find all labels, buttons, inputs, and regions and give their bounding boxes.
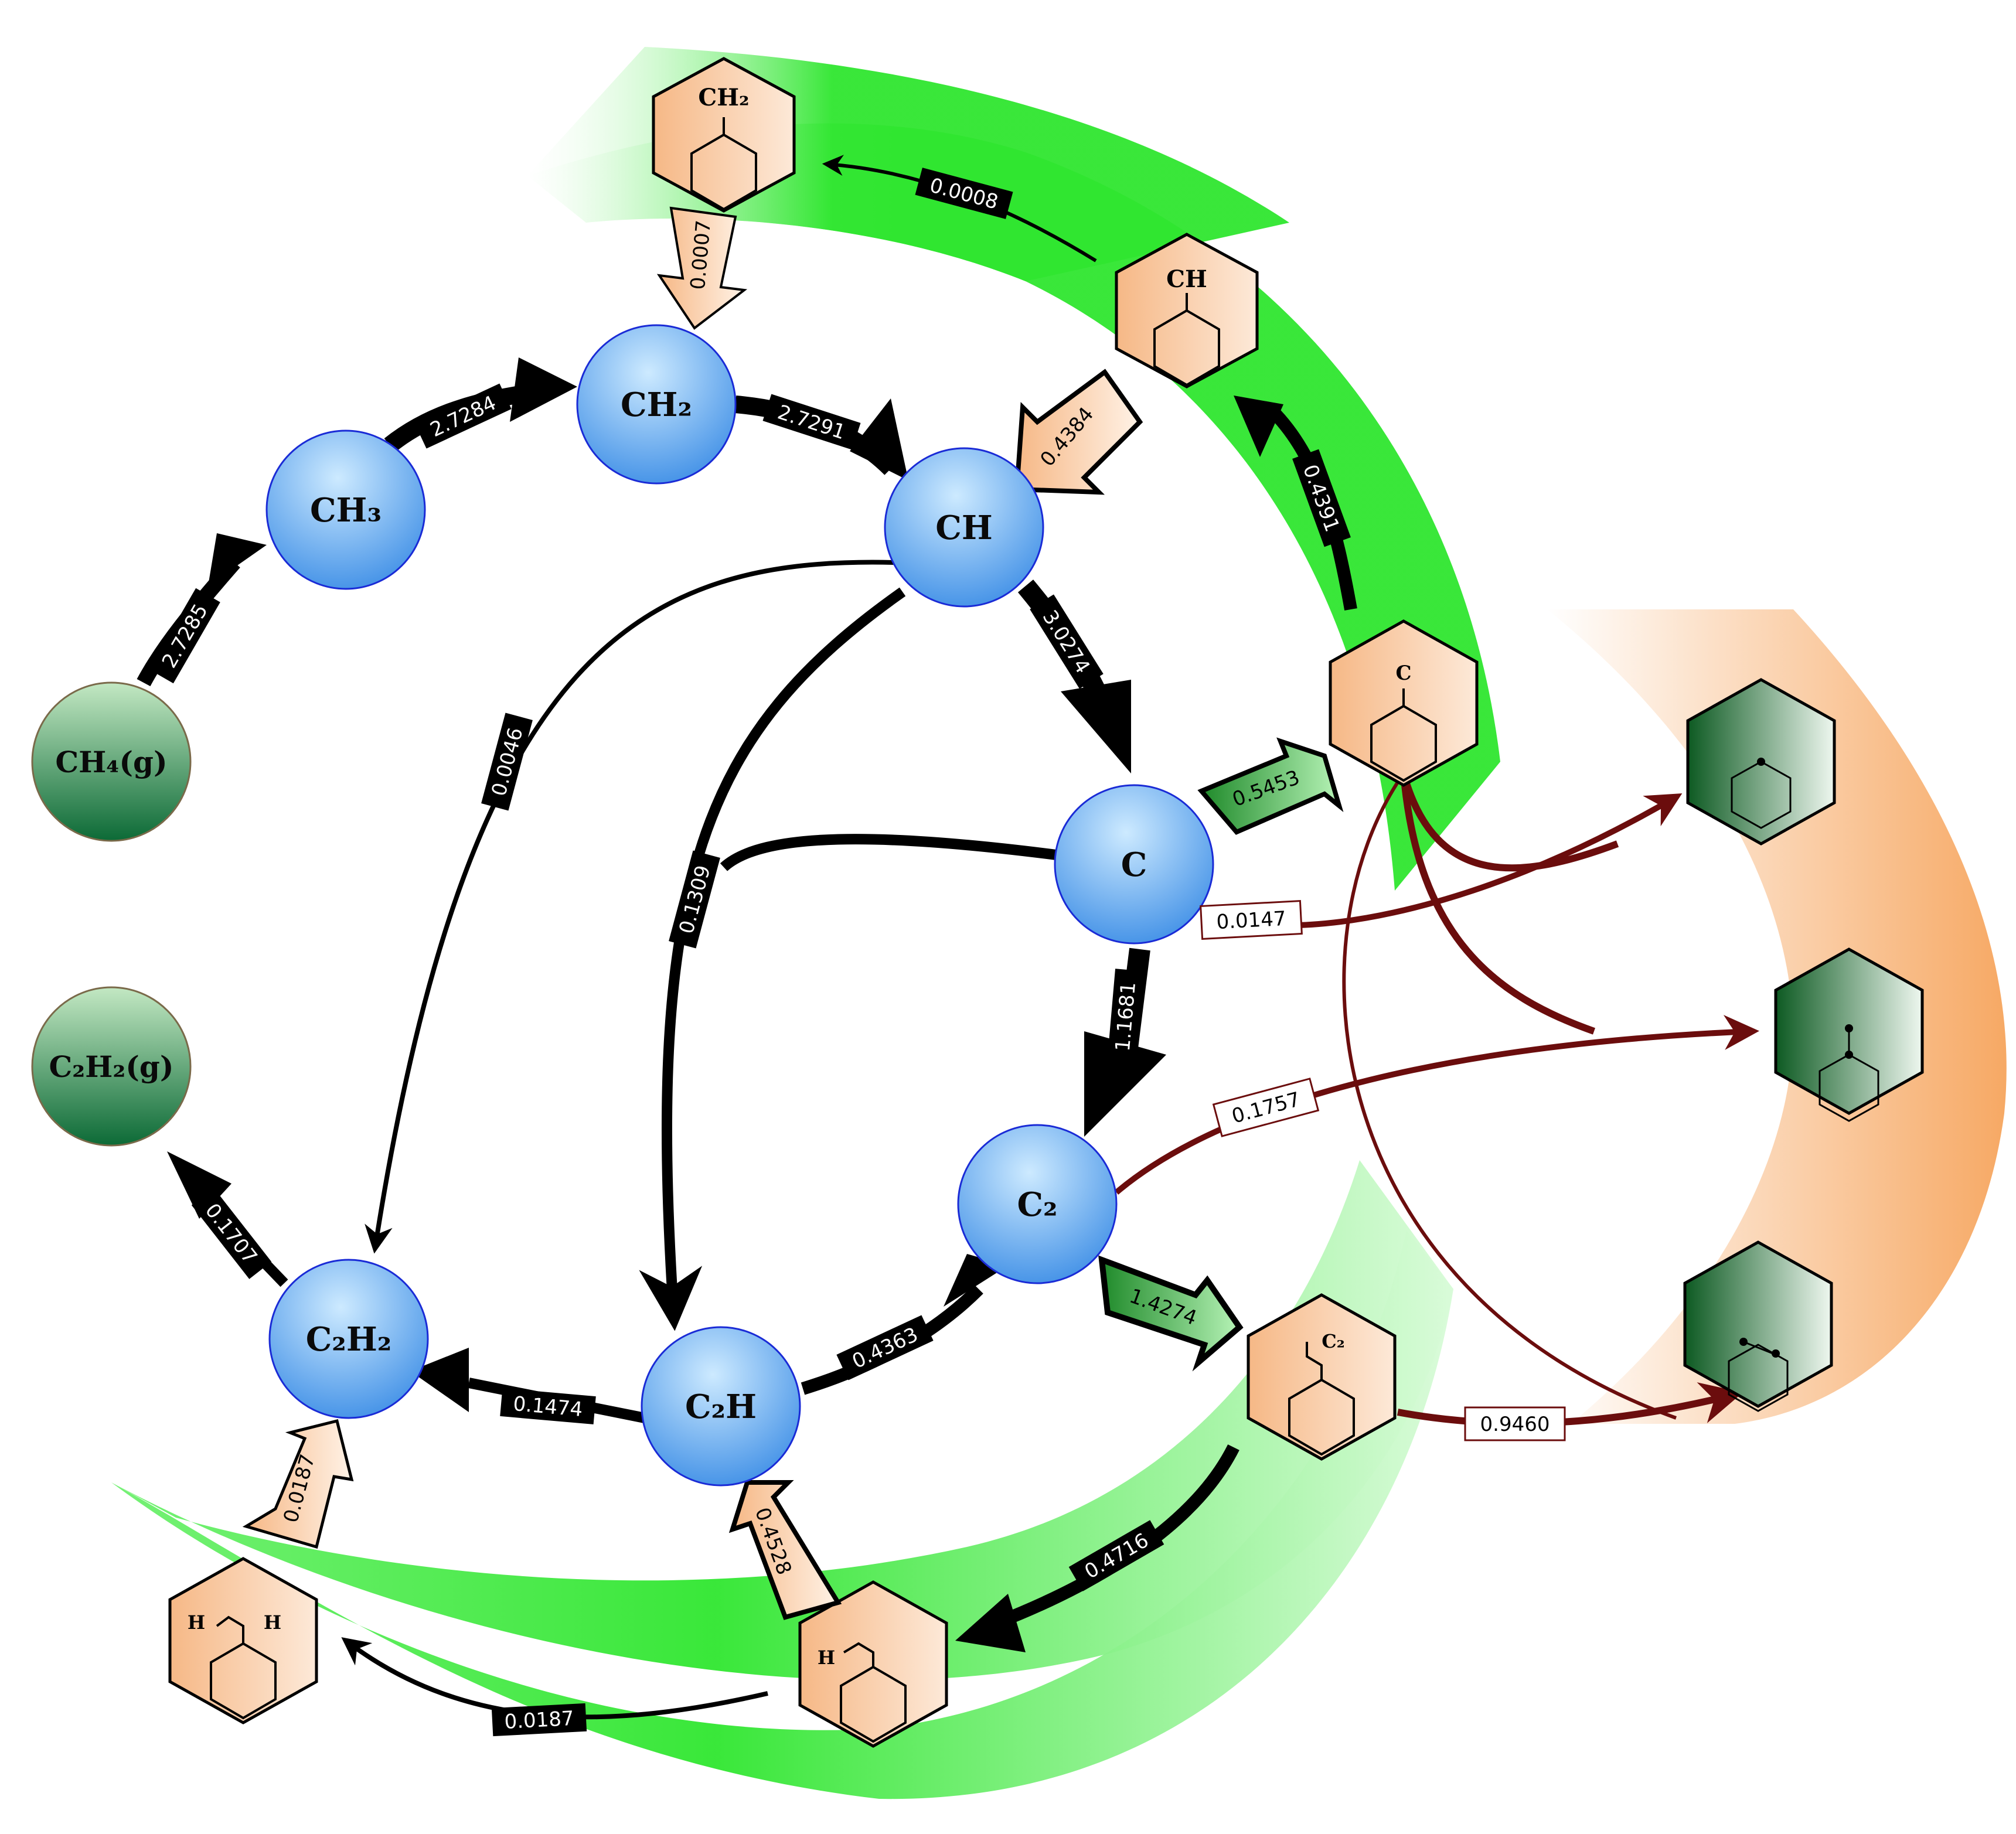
node-ch: CH [884,447,1044,608]
node-c-label: C [1121,846,1147,884]
cluster-hex-2 [1774,947,1924,1122]
flux-surf-c-cluster-c [1342,772,1677,1420]
block-arrow-c-out [1197,737,1344,835]
rate-surf-c2-cluster: 0.9460 [1464,1406,1566,1441]
svg-text:0.0187: 0.0187 [504,1707,575,1734]
rate-c-cluster: 0.0147 [1200,900,1303,940]
node-c2: C₂ [957,1124,1118,1284]
rate-ch4-ch3: 2.7285 [149,588,220,684]
node-ch4g: CH₄(g) [31,681,192,842]
rate-ch-c: 3.0274 [1030,594,1104,689]
node-ch2-label: CH₂ [621,386,692,424]
node-c2h2-label: C₂H₂ [306,1320,392,1359]
flux-c-merge [720,834,1062,871]
flux-surf-c-cluster-b [1400,773,1595,1035]
surface-c2h2-h1-label: H [188,1611,205,1634]
node-ch-label: CH [935,509,992,547]
node-c2-label: C₂ [1017,1185,1057,1224]
rate-ch2-ch: 2.7291 [762,394,861,450]
rate-ch-c2h2: 0.0046 [481,713,533,811]
node-ch3-label: CH₃ [310,491,382,530]
flux-surf-c-cluster-a [1400,772,1619,872]
surface-c2-hex: C₂ [1247,1293,1397,1461]
surface-band-bottom-outer [111,1230,1453,1799]
surface-ch2-hex: CH₂ [652,57,796,213]
surface-ch2-label: CH₂ [698,84,749,111]
surface-c2-label: C₂ [1322,1330,1344,1352]
flux-ch-c2h2 [365,560,894,1254]
cluster-rate-labels: 0.0147 0.1757 0.9460 [1200,900,1566,1441]
flux-ch-c2h [639,587,906,1331]
surface-c2h-hex: H [798,1580,948,1748]
rate-labels: 2.7285 2.7284 2.7291 3.0274 0.0046 0.130… [149,168,1351,1737]
cluster-hex-1 [1686,678,1836,846]
surface-c2h-h-label: H [818,1646,835,1669]
rate-c2-cluster: 0.1757 [1212,1078,1320,1137]
block-arrow-surf-ch2-in [656,206,748,330]
svg-text:0.4363: 0.4363 [849,1323,922,1374]
flux-c2-cluster [1114,1014,1759,1195]
surface-c2h2-hex: H H [168,1557,318,1724]
block-arrow-c2-out [1098,1255,1244,1372]
svg-text:0.0147: 0.0147 [1216,907,1287,934]
svg-text:0.9460: 0.9460 [1480,1413,1550,1436]
surface-ch-label: CH [1166,265,1207,293]
rate-ch-c2h: 0.1309 [669,850,720,949]
rate-c2h-c2h2: 0.1474 [500,1388,596,1424]
node-c2h2g: C₂H₂(g) [31,986,192,1147]
block-arrow-surf-ch-in [1014,369,1143,495]
block-arrow-surf-c2h-in [728,1480,842,1620]
cluster-band [1547,609,2007,1424]
node-c2h: C₂H [641,1326,801,1487]
rate-c-c2: 1.1681 [1107,969,1143,1065]
node-ch2: CH₂ [576,324,737,485]
flux-surf-c2-cluster [1397,1382,1743,1427]
cluster-hex-3 [1683,1240,1833,1412]
rate-c2h2-gas: 0.1707 [191,1188,272,1279]
flux-arrowheads [167,357,1283,1652]
rate-c2h-c2: 0.4363 [836,1315,934,1380]
node-ch4g-label: CH₄(g) [55,745,167,779]
node-c2h2g-label: C₂H₂(g) [49,1049,173,1084]
surface-c-label: C [1395,662,1411,685]
node-ch3: CH₃ [265,429,426,590]
rate-surf-c2h-c2h2: 0.0187 [491,1703,587,1737]
surface-c2h2-h2-label: H [264,1611,281,1634]
node-c: C [1054,784,1214,945]
surface-c-hex: C [1329,619,1479,787]
node-c2h2: C₂H₂ [268,1259,429,1419]
node-c2h-label: C₂H [685,1388,757,1426]
surface-ch-hex: CH [1115,233,1259,388]
svg-text:0.1707: 0.1707 [200,1199,262,1268]
block-arrow-surf-c2h2-in [242,1419,354,1549]
